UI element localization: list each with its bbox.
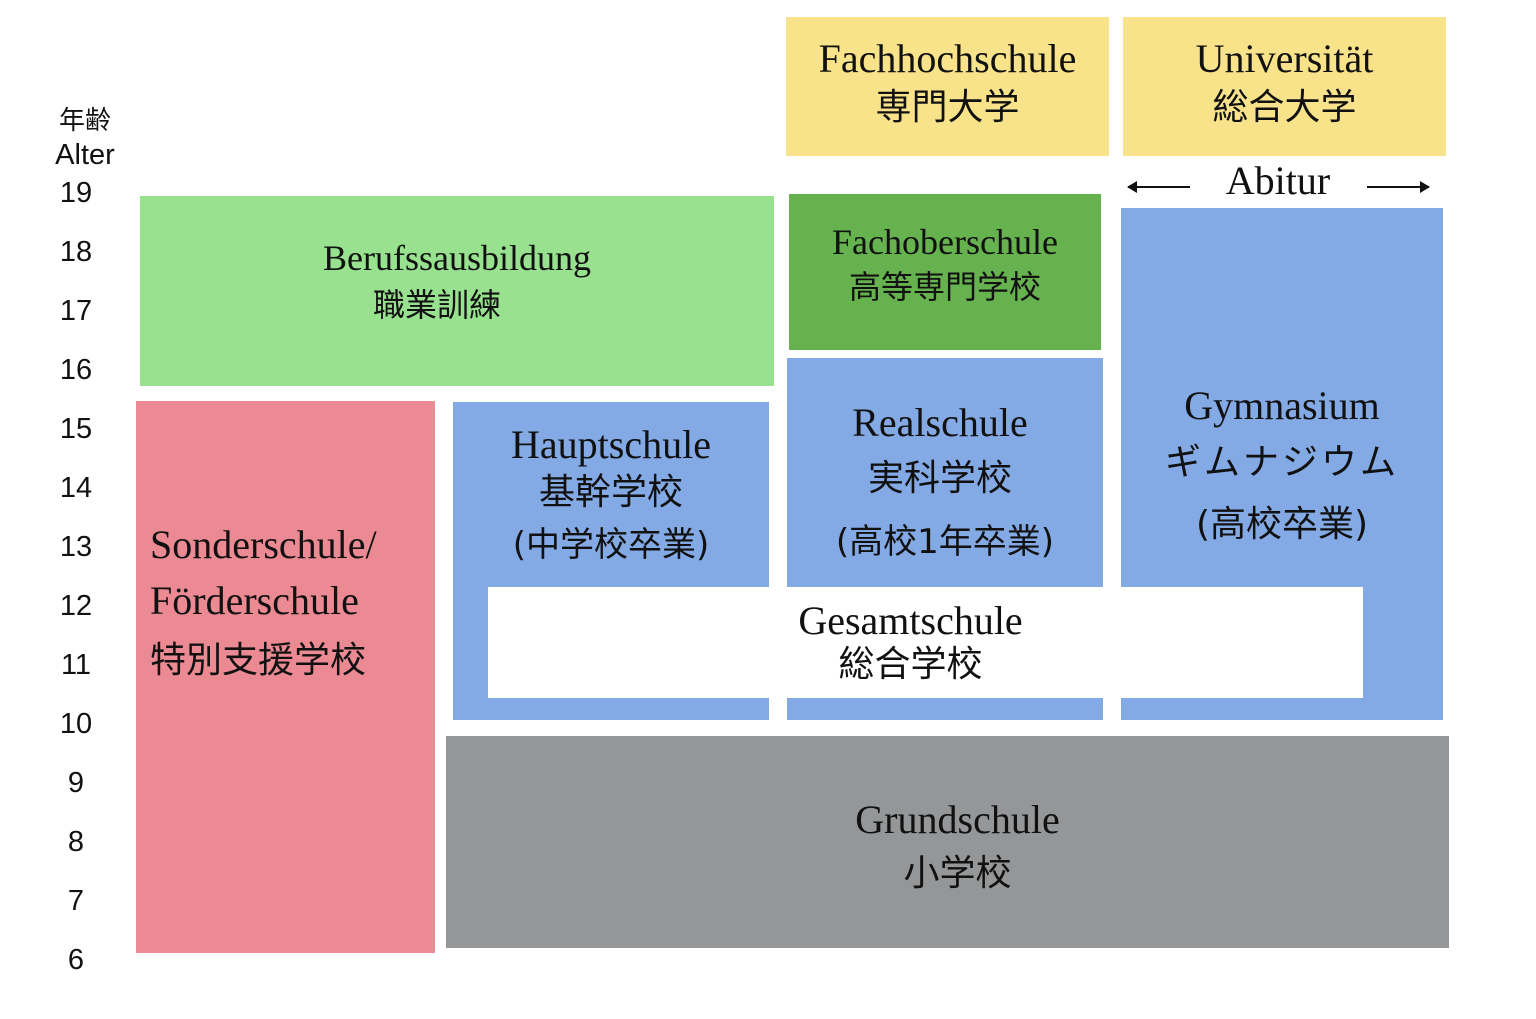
berufsausbildung-de: Berufssausbildung	[323, 238, 591, 278]
realschule-de: Realschule	[852, 400, 1028, 445]
fachhochschule-de: Fachhochschule	[818, 36, 1077, 81]
age-tick: 11	[60, 649, 92, 681]
fachoberschule-ja: 高等専門学校	[848, 268, 1041, 306]
age-tick: 6	[67, 944, 85, 976]
age-tick: 16	[59, 354, 93, 386]
gymnasium-de: Gymnasium	[1184, 383, 1380, 428]
gesamtschule-de: Gesamtschule	[798, 598, 1023, 643]
age-tick: 18	[59, 236, 93, 268]
age-label-de: Alter	[55, 139, 115, 171]
gymnasium-note: (高校卒業)	[1195, 504, 1369, 545]
gesamtschule-divider-left	[769, 587, 787, 721]
berufsausbildung-ja: 職業訓練	[372, 286, 501, 324]
age-tick: 14	[59, 472, 93, 504]
age-tick: 12	[59, 590, 93, 622]
sonderschule-box: Sonderschule/ Förderschule 特別支援学校	[136, 401, 435, 953]
grundschule-ja: 小学校	[903, 853, 1012, 894]
age-tick: 13	[59, 531, 93, 563]
abitur-arrow-left	[1127, 181, 1190, 193]
age-tick: 7	[67, 885, 85, 917]
berufsausbildung-box: Berufssausbildung 職業訓練	[140, 196, 774, 386]
age-tick: 19	[59, 177, 93, 209]
age-tick: 15	[59, 413, 93, 445]
sonderschule-ja: 特別支援学校	[150, 640, 367, 681]
hauptschule-ja: 基幹学校	[538, 472, 683, 513]
age-tick: 10	[59, 708, 93, 740]
fachhochschule-box: Fachhochschule 専門大学	[786, 17, 1109, 156]
abitur-arrow-right	[1367, 181, 1430, 193]
age-axis-label: 年齢 Alter	[40, 105, 130, 173]
gesamtschule-box: Gesamtschule 総合学校	[488, 587, 1363, 698]
universitaet-de: Universität	[1195, 36, 1374, 81]
hauptschule-note: (中学校卒業)	[512, 525, 710, 565]
gymnasium-ja: ギムナジウム	[1164, 442, 1399, 483]
hauptschule-de: Hauptschule	[511, 422, 711, 467]
realschule-ja: 実科学校	[867, 458, 1012, 499]
gesamtschule-ja: 総合学校	[838, 644, 983, 685]
age-tick: 9	[67, 767, 85, 799]
age-tick: 17	[59, 295, 93, 327]
realschule-note: (高校1年卒業)	[835, 522, 1055, 562]
grundschule-box: Grundschule 小学校	[446, 736, 1449, 948]
universitaet-box: Universität 総合大学	[1123, 17, 1446, 156]
fachoberschule-box: Fachoberschule 高等専門学校	[789, 194, 1101, 350]
sonderschule-de-1: Sonderschule/	[150, 522, 377, 567]
gesamtschule-divider-right	[1103, 587, 1121, 721]
grundschule-de: Grundschule	[855, 797, 1060, 842]
fachhochschule-ja: 専門大学	[875, 87, 1020, 128]
fachoberschule-de: Fachoberschule	[832, 222, 1058, 262]
sonderschule-de-2: Förderschule	[150, 578, 359, 623]
abitur-label: Abitur	[1225, 158, 1331, 203]
age-tick: 8	[67, 826, 85, 858]
age-label-ja: 年齢	[58, 106, 111, 136]
universitaet-ja: 総合大学	[1212, 87, 1357, 128]
